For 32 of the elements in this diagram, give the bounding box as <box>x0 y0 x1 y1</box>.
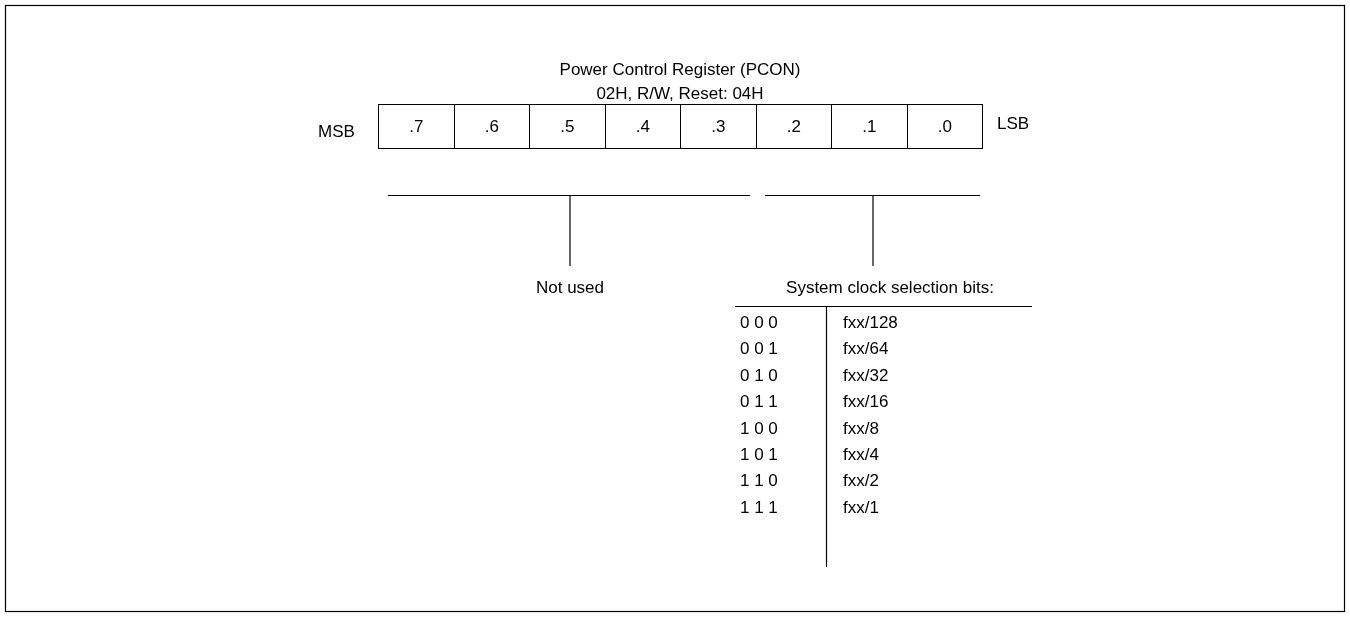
bit-code: 1 1 1 <box>740 497 779 518</box>
bit-cell: .0 <box>906 104 983 149</box>
leader-line <box>872 194 874 267</box>
bit-code: 1 0 1 <box>740 445 779 465</box>
msb-label: MSB <box>318 122 356 142</box>
bit-code: 1 0 0 <box>740 418 779 439</box>
register-info: 02H, R/W, Reset: 04H <box>595 84 765 104</box>
bit-code: 0 1 0 <box>740 365 779 386</box>
clock-divider: fxx/4 <box>843 445 880 465</box>
bit-code: 0 0 1 <box>740 339 779 360</box>
clock-divider: fxx/32 <box>843 365 890 386</box>
clock-divider: fxx/64 <box>843 339 890 360</box>
title: Power Control Register (PCON) <box>558 60 802 80</box>
bit-code: 1 1 0 <box>740 471 779 492</box>
bit-cell: .3 <box>680 104 757 149</box>
bit-cell: .2 <box>755 104 832 149</box>
bit-cell: .5 <box>529 104 606 149</box>
lsb-label: LSB <box>997 114 1031 134</box>
bit-cell: .6 <box>453 104 530 149</box>
clock-divider: fxx/128 <box>843 313 899 333</box>
bit-cell: .7 <box>378 104 455 149</box>
clock-divider: fxx/16 <box>843 392 890 413</box>
bit-code: 0 0 0 <box>740 313 779 333</box>
bit-code: 0 1 1 <box>740 392 779 413</box>
clock-divider: fxx/2 <box>843 471 880 492</box>
bracket-label: System clock selection bits: <box>740 278 1040 298</box>
bracket-label: Not used <box>520 278 620 298</box>
bit-cell: .4 <box>604 104 681 149</box>
clock-divider: fxx/8 <box>843 418 880 439</box>
bit-cell: .1 <box>831 104 908 149</box>
clock-divider: fxx/1 <box>843 497 880 518</box>
leader-line <box>569 194 571 267</box>
